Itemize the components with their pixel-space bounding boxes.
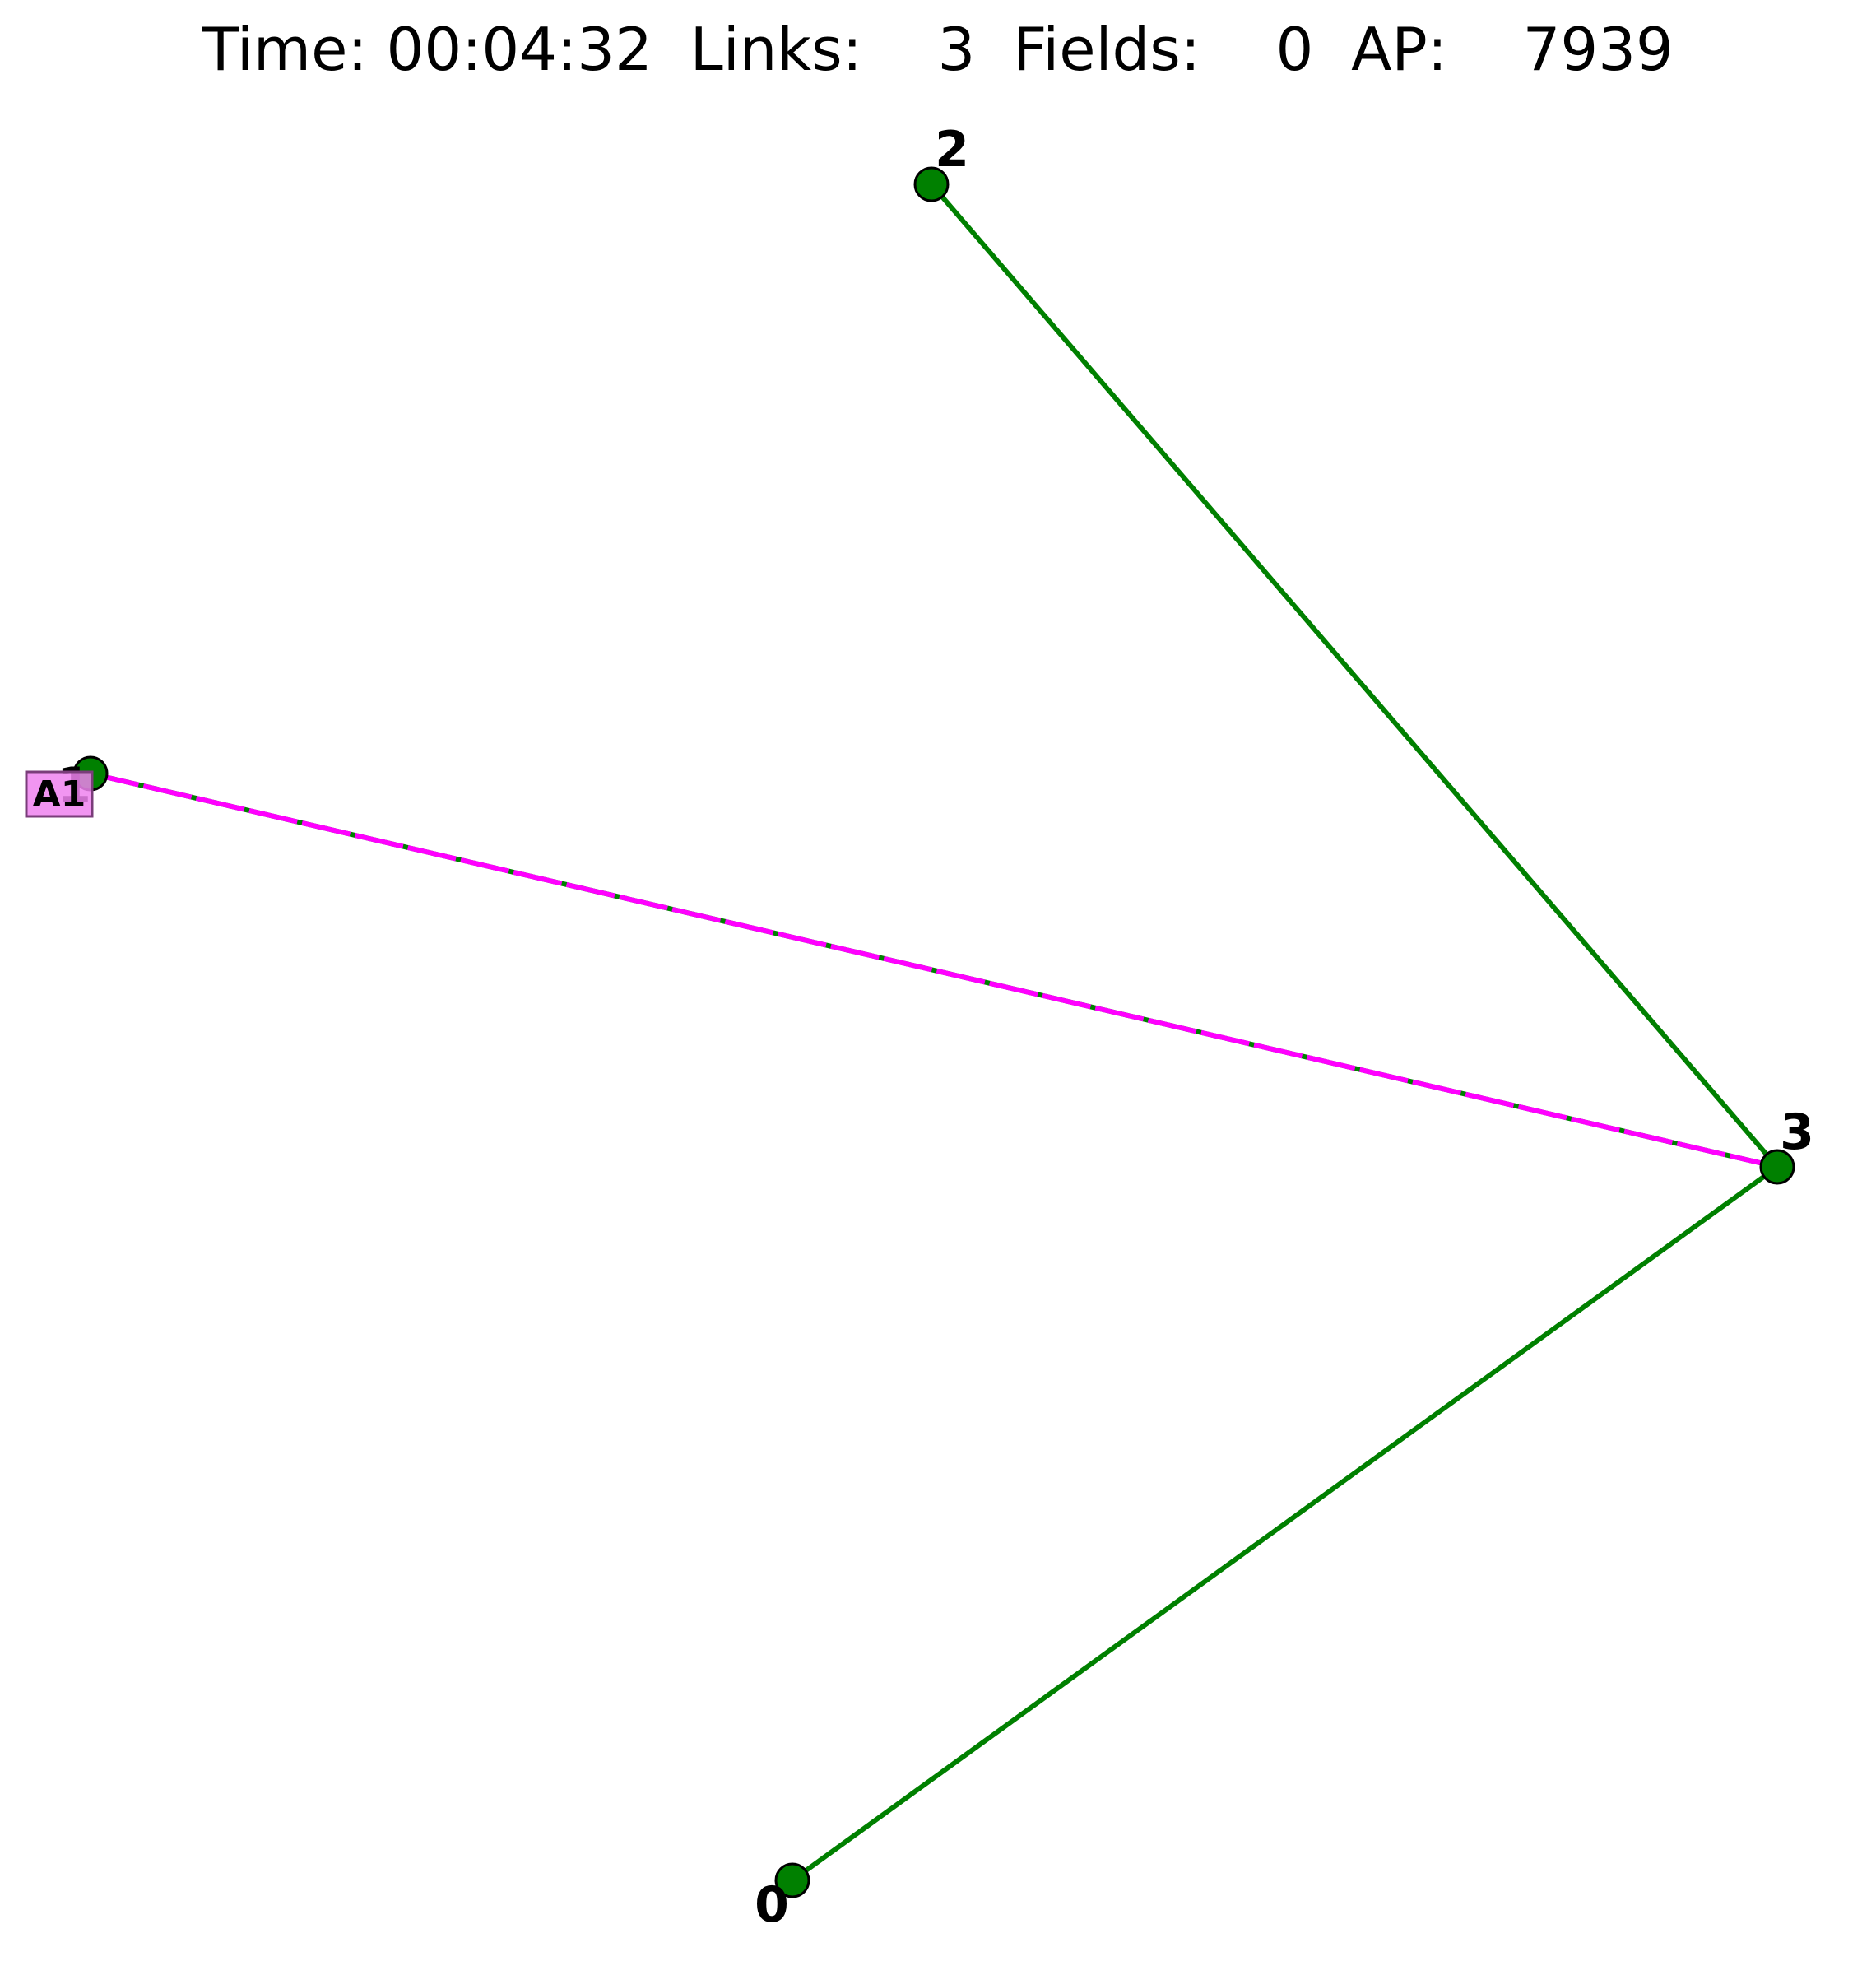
links-layer: [88, 182, 1780, 1883]
labels-layer: 0123: [57, 121, 1814, 1934]
status-bar: Time: 00:04:32 Links: 3 Fields: 0 AP: 79…: [0, 15, 1876, 97]
agent-marker-A1[interactable]: A1: [25, 770, 94, 818]
agent-label: A1: [33, 774, 86, 816]
link-2-3: [929, 182, 1780, 1169]
links-label: Links:: [690, 15, 862, 84]
fields-value: 0: [1275, 15, 1314, 84]
agent-path-layer: [90, 771, 1778, 1169]
agent-path-A1: [90, 771, 1778, 1169]
agents-layer: A1: [25, 770, 94, 818]
agent-badge: [25, 770, 94, 818]
portal-0[interactable]: [774, 1862, 810, 1898]
ap-label: AP:: [1351, 15, 1448, 84]
portal-3[interactable]: [1759, 1149, 1795, 1185]
fields-label: Fields:: [1013, 15, 1200, 84]
ap-value: 7939: [1522, 15, 1674, 84]
links-value: 3: [937, 15, 976, 84]
time-value: 00:04:32: [386, 15, 652, 84]
time-label: Time:: [202, 15, 368, 84]
link-3-0: [790, 1164, 1780, 1883]
portal-label-3: 3: [1780, 1104, 1814, 1161]
portal-label-0: 0: [755, 1876, 789, 1934]
portals-layer: [72, 166, 1795, 1898]
portal-2[interactable]: [913, 166, 950, 202]
portal-label-2: 2: [935, 121, 969, 179]
